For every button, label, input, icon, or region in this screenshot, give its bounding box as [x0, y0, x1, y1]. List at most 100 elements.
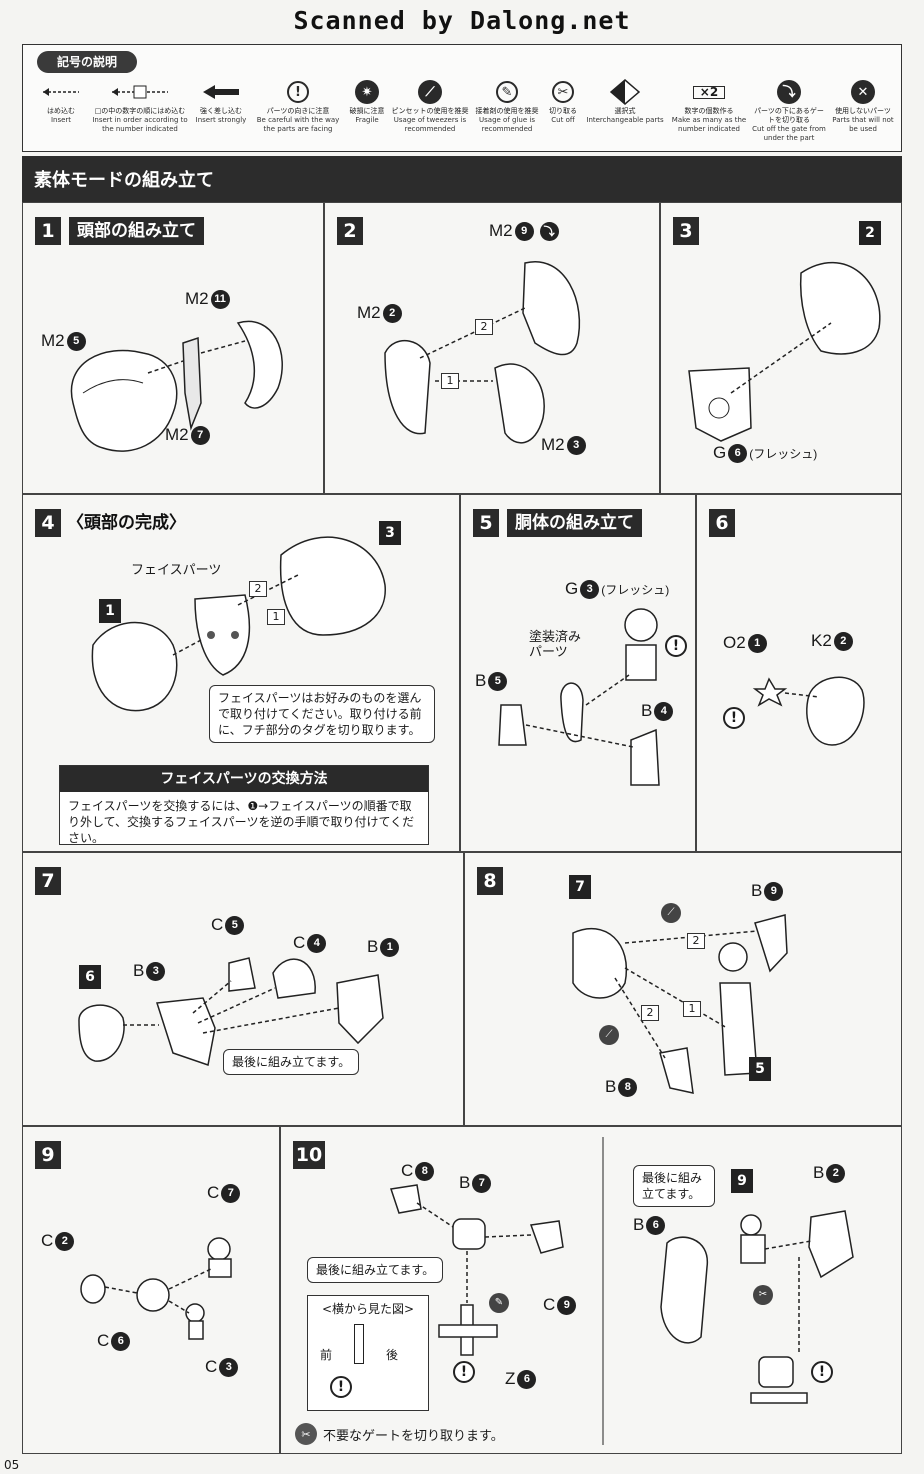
ref-step-number: 9 [731, 1169, 753, 1193]
legend-title: 記号の説明 [37, 51, 137, 73]
caution-icon: ! [723, 707, 745, 729]
side-view-title: <横から見た図> [321, 1302, 415, 1316]
ref-step-number: 2 [859, 221, 881, 245]
step-number: 5 [473, 509, 499, 537]
side-view-box: <横から見た図> 前 後 ! [307, 1295, 429, 1411]
order-box: 2 [249, 581, 267, 597]
ref-step-number: 3 [379, 521, 401, 545]
order-box: 2 [475, 319, 493, 335]
head-frame-illustration [688, 261, 881, 442]
ref-step-number: 7 [569, 875, 591, 899]
assemble-last-note: 最後に組み立てます。 [223, 1049, 360, 1075]
order-box: 1 [683, 1001, 701, 1017]
step-title: 胴体の組み立て [507, 509, 642, 537]
head-shell-illustration [384, 260, 581, 444]
ref-step-number: 6 [79, 965, 101, 989]
order-box: 2 [687, 933, 705, 949]
cut-icon: ✂ [753, 1285, 773, 1305]
assemble-last-note: 最後に組み立てます。 [633, 1165, 715, 1207]
head-complete-illustration [91, 536, 386, 712]
face-parts-label: フェイスパーツ [131, 562, 222, 577]
joint-illustration [80, 1237, 232, 1340]
gate-cut-icon: ⤵ [777, 80, 801, 104]
section-title-bar: 素体モードの組み立て [22, 156, 902, 202]
step-number: 7 [35, 867, 61, 895]
step-number: 9 [35, 1141, 61, 1169]
glue-icon: ✎ [496, 81, 518, 103]
fragile-icon: ✷ [355, 80, 379, 104]
step-title: 〈頭部の完成〉 [67, 513, 186, 533]
tweezers-icon: ⟋ [418, 80, 442, 104]
front-label: 前 [320, 1348, 333, 1362]
face-parts-note: フェイスパーツはお好みのものを選んで取り付けてください。取り付ける前に、フチ部分… [209, 685, 435, 743]
cut-icon: ✂ [552, 81, 574, 103]
ref-step-number: 1 [99, 599, 121, 623]
gate-cut-note: ✂ 不要なゲートを切り取ります。 [295, 1423, 504, 1445]
order-box: 1 [267, 609, 285, 625]
ref-step-number: 5 [749, 1057, 771, 1081]
head-hair-illustration [70, 320, 283, 452]
caution-icon: ! [665, 635, 687, 657]
tweezers-icon: ⟋ [599, 1025, 619, 1045]
order-arrow-icon [112, 85, 168, 99]
torso-illustration [498, 608, 660, 786]
step-number: 1 [35, 217, 61, 245]
order-box: 1 [441, 373, 459, 389]
step-number: 3 [673, 217, 699, 245]
section-title: 素体モードの組み立て [34, 170, 214, 191]
assemble-last-note: 最後に組み立てます。 [307, 1257, 444, 1283]
select-icon [610, 79, 640, 105]
caution-icon: ! [330, 1376, 352, 1398]
step-number: 2 [337, 217, 363, 245]
gate-cut-icon: ⤵ [539, 221, 559, 241]
hip-assembly-illustration [390, 1137, 854, 1445]
chest-assembly-illustration [78, 957, 384, 1066]
unused-icon: ✕ [851, 80, 875, 104]
caution-icon: ! [287, 81, 309, 103]
strong-arrow-icon [203, 85, 239, 99]
step-number: 10 [293, 1141, 325, 1169]
order-box: 2 [641, 1005, 659, 1021]
scan-watermark: Scanned by Dalong.net [293, 6, 631, 35]
step-number: 4 [35, 509, 61, 537]
step-number: 6 [709, 509, 735, 537]
face-exchange-text: フェイスパーツを交換するには、❶→フェイスパーツの順番で取り外して、交換するフェ… [68, 799, 415, 845]
gate-cut-icon: ✂ [295, 1423, 317, 1445]
painted-parts-label: 塗装済みパーツ [529, 629, 582, 659]
